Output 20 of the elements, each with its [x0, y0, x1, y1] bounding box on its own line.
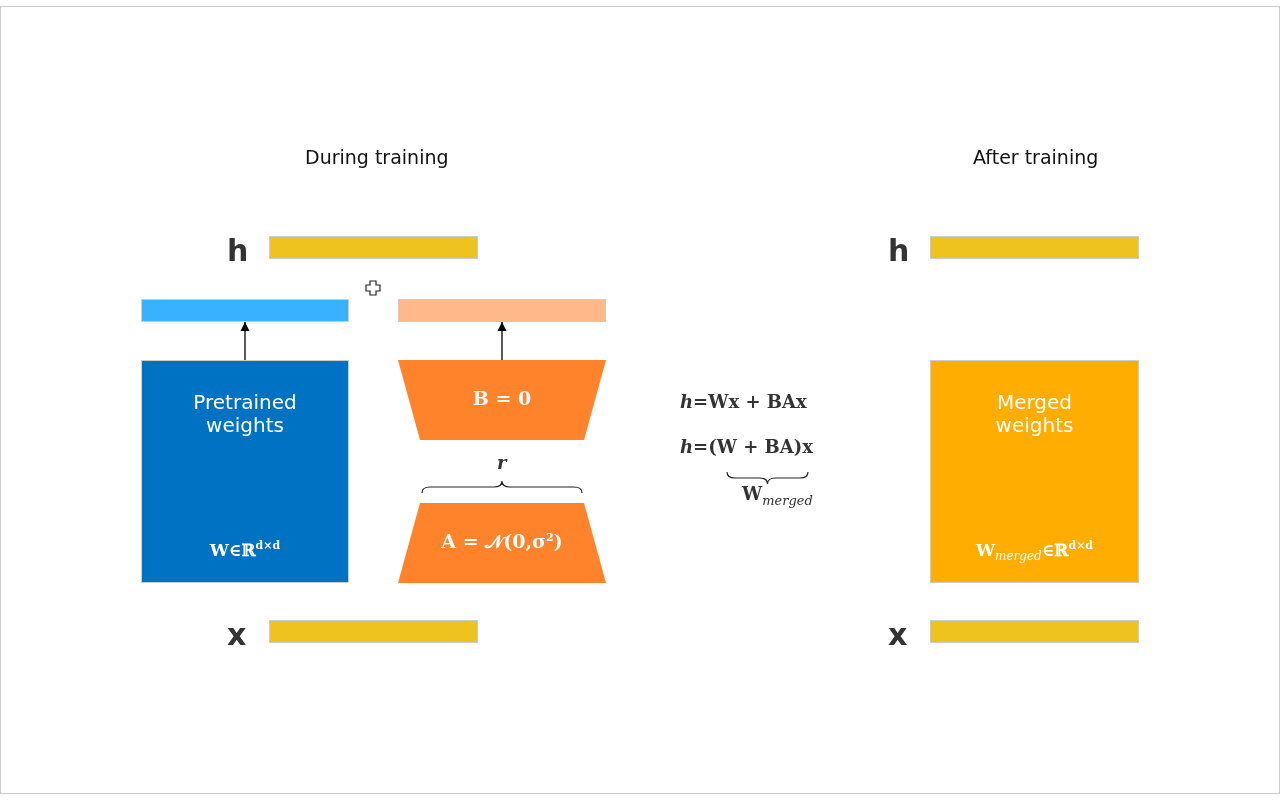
weight-matrix-box — [141, 360, 349, 583]
box-title: Merged weights — [994, 391, 1075, 437]
section-heading: During training — [305, 146, 449, 168]
weight-matrix-box — [930, 360, 1139, 583]
equation: h=(W + BA)x — [680, 436, 813, 457]
equation: W$_{merged}$ — [742, 483, 813, 508]
rank-label: r — [497, 452, 507, 473]
box-title: Pretrained weights — [192, 391, 298, 437]
matrix-formula: A = 𝒩(0,σ$^{2}$) — [440, 530, 564, 553]
section-heading: After training — [973, 146, 1099, 168]
matrix-formula: W∈ℝ$^{d×d}$ — [208, 539, 282, 560]
vector-label: x — [888, 619, 908, 650]
arrow — [240, 321, 250, 361]
matrix-formula: W$_{merged}$∈ℝ$^{d×d}$ — [974, 539, 1095, 564]
vector-label: x — [227, 619, 247, 650]
vector-label: h — [888, 235, 910, 266]
equation: h=Wx + BAx — [680, 391, 807, 412]
vector-label: h — [227, 235, 249, 266]
arrow — [497, 321, 507, 361]
matrix-formula: B = 0 — [471, 387, 533, 409]
